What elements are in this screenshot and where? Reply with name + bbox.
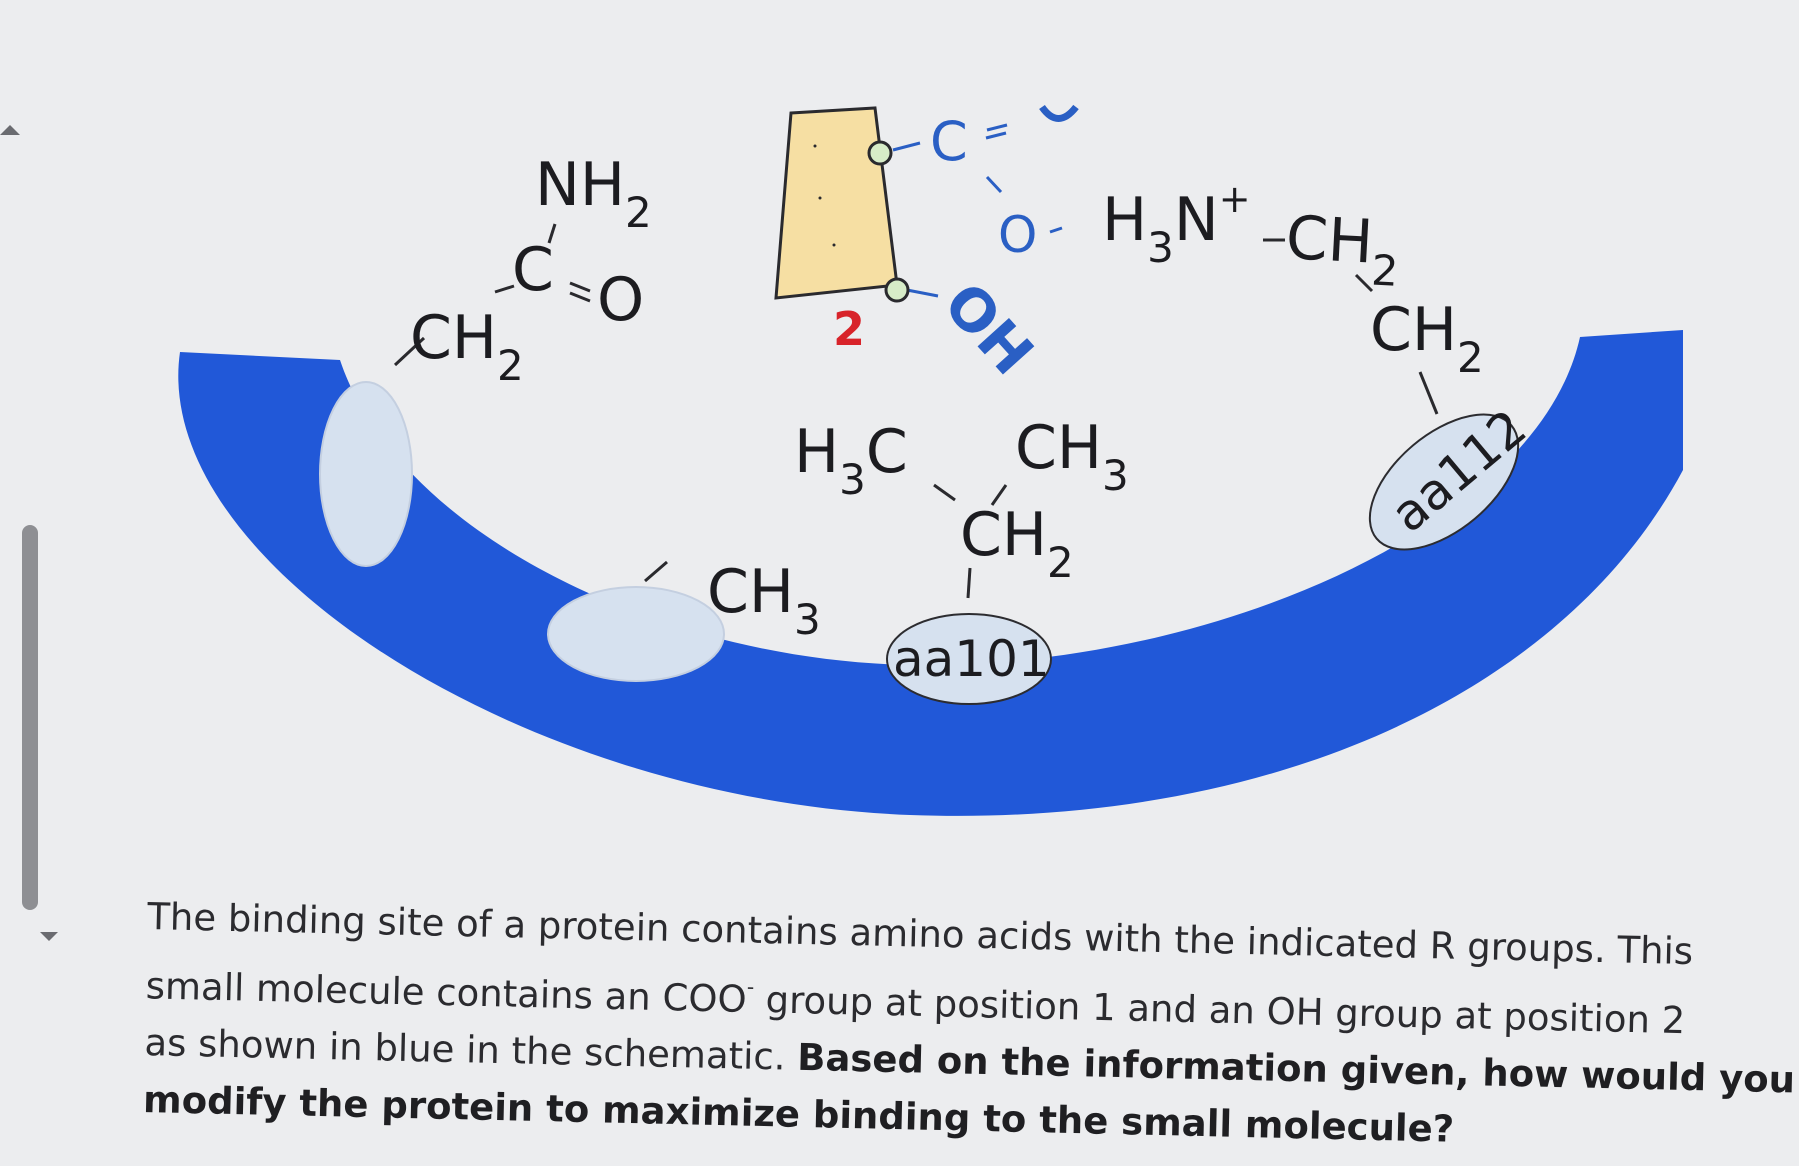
scroll-down-arrow-icon[interactable] — [40, 932, 58, 941]
binding-site-diagram: C O OH 2 NH2 C O CH2 H3N+ CH2 CH2 H3C CH… — [178, 104, 1684, 816]
ring-dot-markers — [813, 144, 836, 247]
asparagine-ch2-label: CH2 — [410, 303, 524, 390]
residue-asparagine-anchor — [319, 381, 413, 567]
vertical-scrollbar[interactable] — [22, 525, 38, 910]
alanine-ch3-label: CH3 — [707, 557, 821, 644]
nh2-label: NH2 — [535, 150, 652, 237]
carbonyl-carbon-label: C — [512, 235, 554, 305]
residue-aa101 — [886, 613, 1052, 705]
isobutyl-ch2-label: CH2 — [960, 500, 1074, 587]
position-2-label: 2 — [833, 302, 865, 356]
coo-upper-oxygen-arc-icon — [1039, 104, 1079, 122]
lysine-ch2-upper-label: CH2 — [1283, 203, 1401, 296]
h3c-label: H3C — [794, 417, 908, 504]
small-molecule-ring — [774, 106, 899, 300]
lysine-ch2-lower-label: CH2 — [1370, 295, 1484, 382]
question-text: The binding site of a protein contains a… — [143, 888, 1796, 1163]
residue-aa112 — [1368, 413, 1520, 551]
coo-carbon-label: C — [930, 110, 968, 173]
ring-attachment-1 — [867, 140, 893, 166]
carbonyl-oxygen-label: O — [597, 265, 644, 335]
aa101-label: aa101 — [893, 630, 1050, 688]
scroll-up-arrow-icon[interactable] — [0, 125, 20, 135]
ring-attachment-2 — [884, 277, 910, 303]
isobutyl-ch3-label: CH3 — [1015, 413, 1129, 500]
residue-alanine-anchor — [547, 586, 725, 682]
hydroxyl-group-label: OH — [931, 270, 1047, 388]
protein-binding-pocket — [178, 330, 1684, 816]
coo-oxygen-label: O — [998, 206, 1037, 264]
ammonium-label: H3N+ — [1102, 177, 1251, 272]
